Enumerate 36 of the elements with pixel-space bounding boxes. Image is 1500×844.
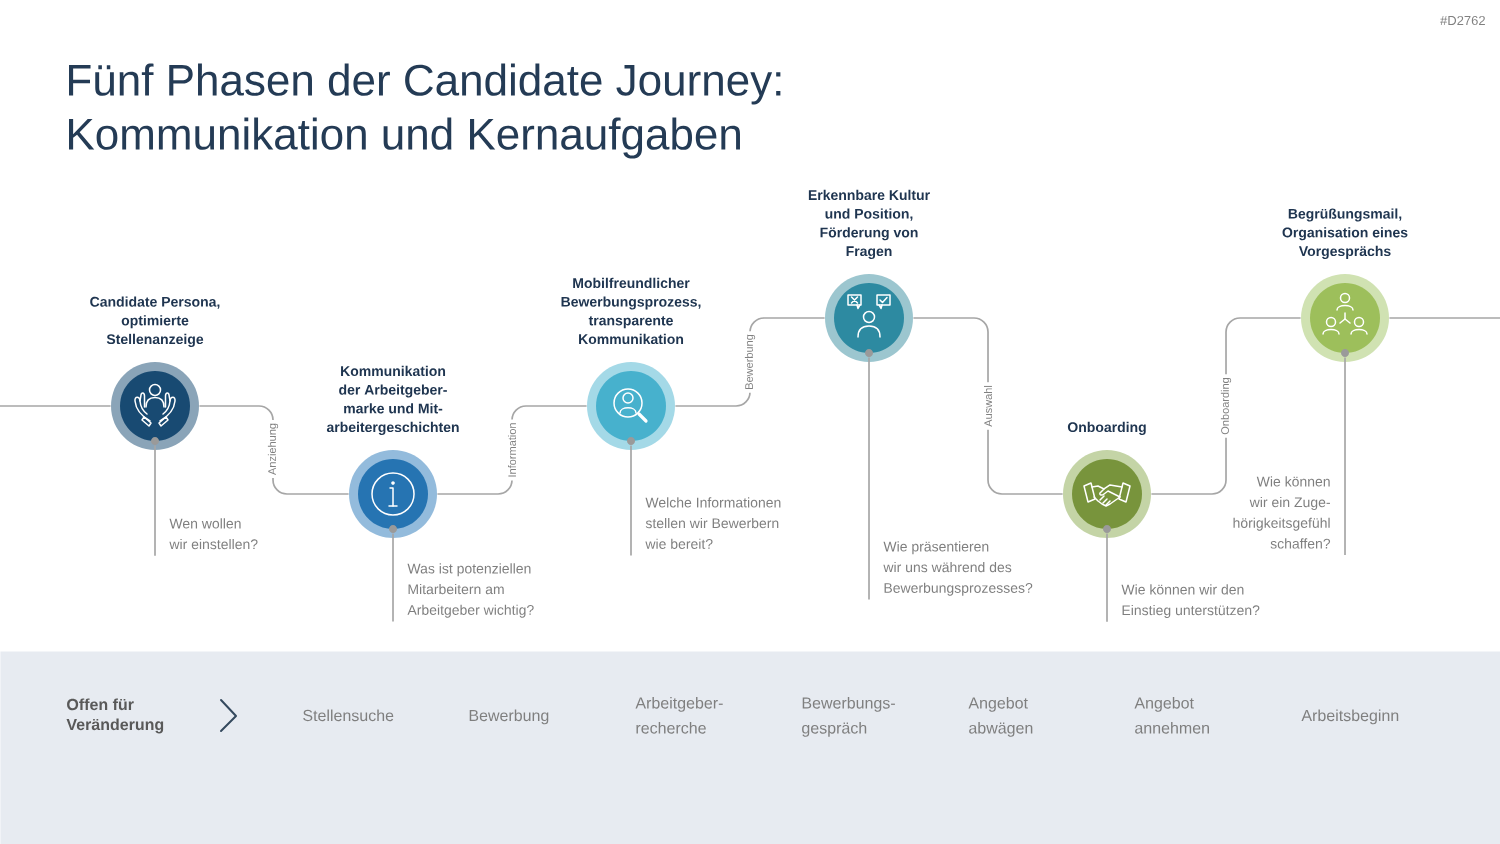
step-heading: Candidate Persona, optimierte Stellenanzeige (90, 296, 220, 347)
slide-code: #D2762 (1440, 15, 1485, 26)
step-heading: Onboarding (1067, 421, 1146, 435)
step-heading: Begrüßungsmail, Organisation eines Vorgesprächs (1282, 208, 1408, 259)
edge-label: Auswahl (980, 382, 996, 430)
journey-line (1388, 317, 1500, 319)
stage-label: Bewerbungs- gespräch (802, 696, 895, 737)
question-text: Wen wollen wir einstellen? (169, 518, 258, 550)
stage-label: Angebot abwägen (968, 696, 1033, 737)
question-text: Wie präsentieren wir uns während des Bewerbungsprozesses? (883, 541, 1033, 596)
phase-label: Offen für Veränderung (66, 698, 164, 734)
question-text: Was ist potenziellen Mitarbeitern am Arbeitgeber wichtig? (407, 563, 534, 618)
leader-line (868, 356, 870, 601)
question-text: Wie können wir den Einstieg unterstützen? (1121, 584, 1260, 618)
question-text: Welche Informationen stellen wir Bewerbern wie bereit? (645, 497, 781, 549)
stage-label: Bewerbung (469, 709, 549, 725)
leader-line (392, 532, 394, 623)
leader-line (154, 444, 156, 557)
question-text: Wie können wir ein Zuge- hörigkeitsgefühl schaffen? (1233, 476, 1331, 549)
edge-label: Information (504, 419, 520, 481)
footer-band (0, 651, 1500, 844)
title: Fünf Phasen der Candidate Journey: Kommunikation und Kernaufgaben (69, 63, 781, 159)
edge-label: Anziehung (264, 420, 282, 478)
leader-line (1344, 356, 1346, 556)
journey-line (0, 405, 112, 407)
edge-label: Onboarding (1217, 374, 1235, 438)
step-heading: Erkennbare Kultur und Position, Förderung von Fragen (808, 189, 930, 259)
stage-label: Stellensuche (303, 709, 394, 722)
stage-label: Arbeitsbeginn (1301, 709, 1399, 725)
step-heading: Kommunikation der Arbeitgeber- marke und Mit- arbeitergeschichten (326, 365, 459, 435)
step-heading: Mobilfreundlicher Bewerbungsprozess, transparente Kommunikation (561, 277, 701, 345)
stage-label: Angebot annehmen (1134, 696, 1209, 734)
leader-line (1106, 532, 1108, 623)
edge-label: Bewerbung (741, 331, 759, 393)
stage-label: Arbeitgeber- recherche (635, 696, 723, 734)
leader-line (630, 444, 632, 557)
